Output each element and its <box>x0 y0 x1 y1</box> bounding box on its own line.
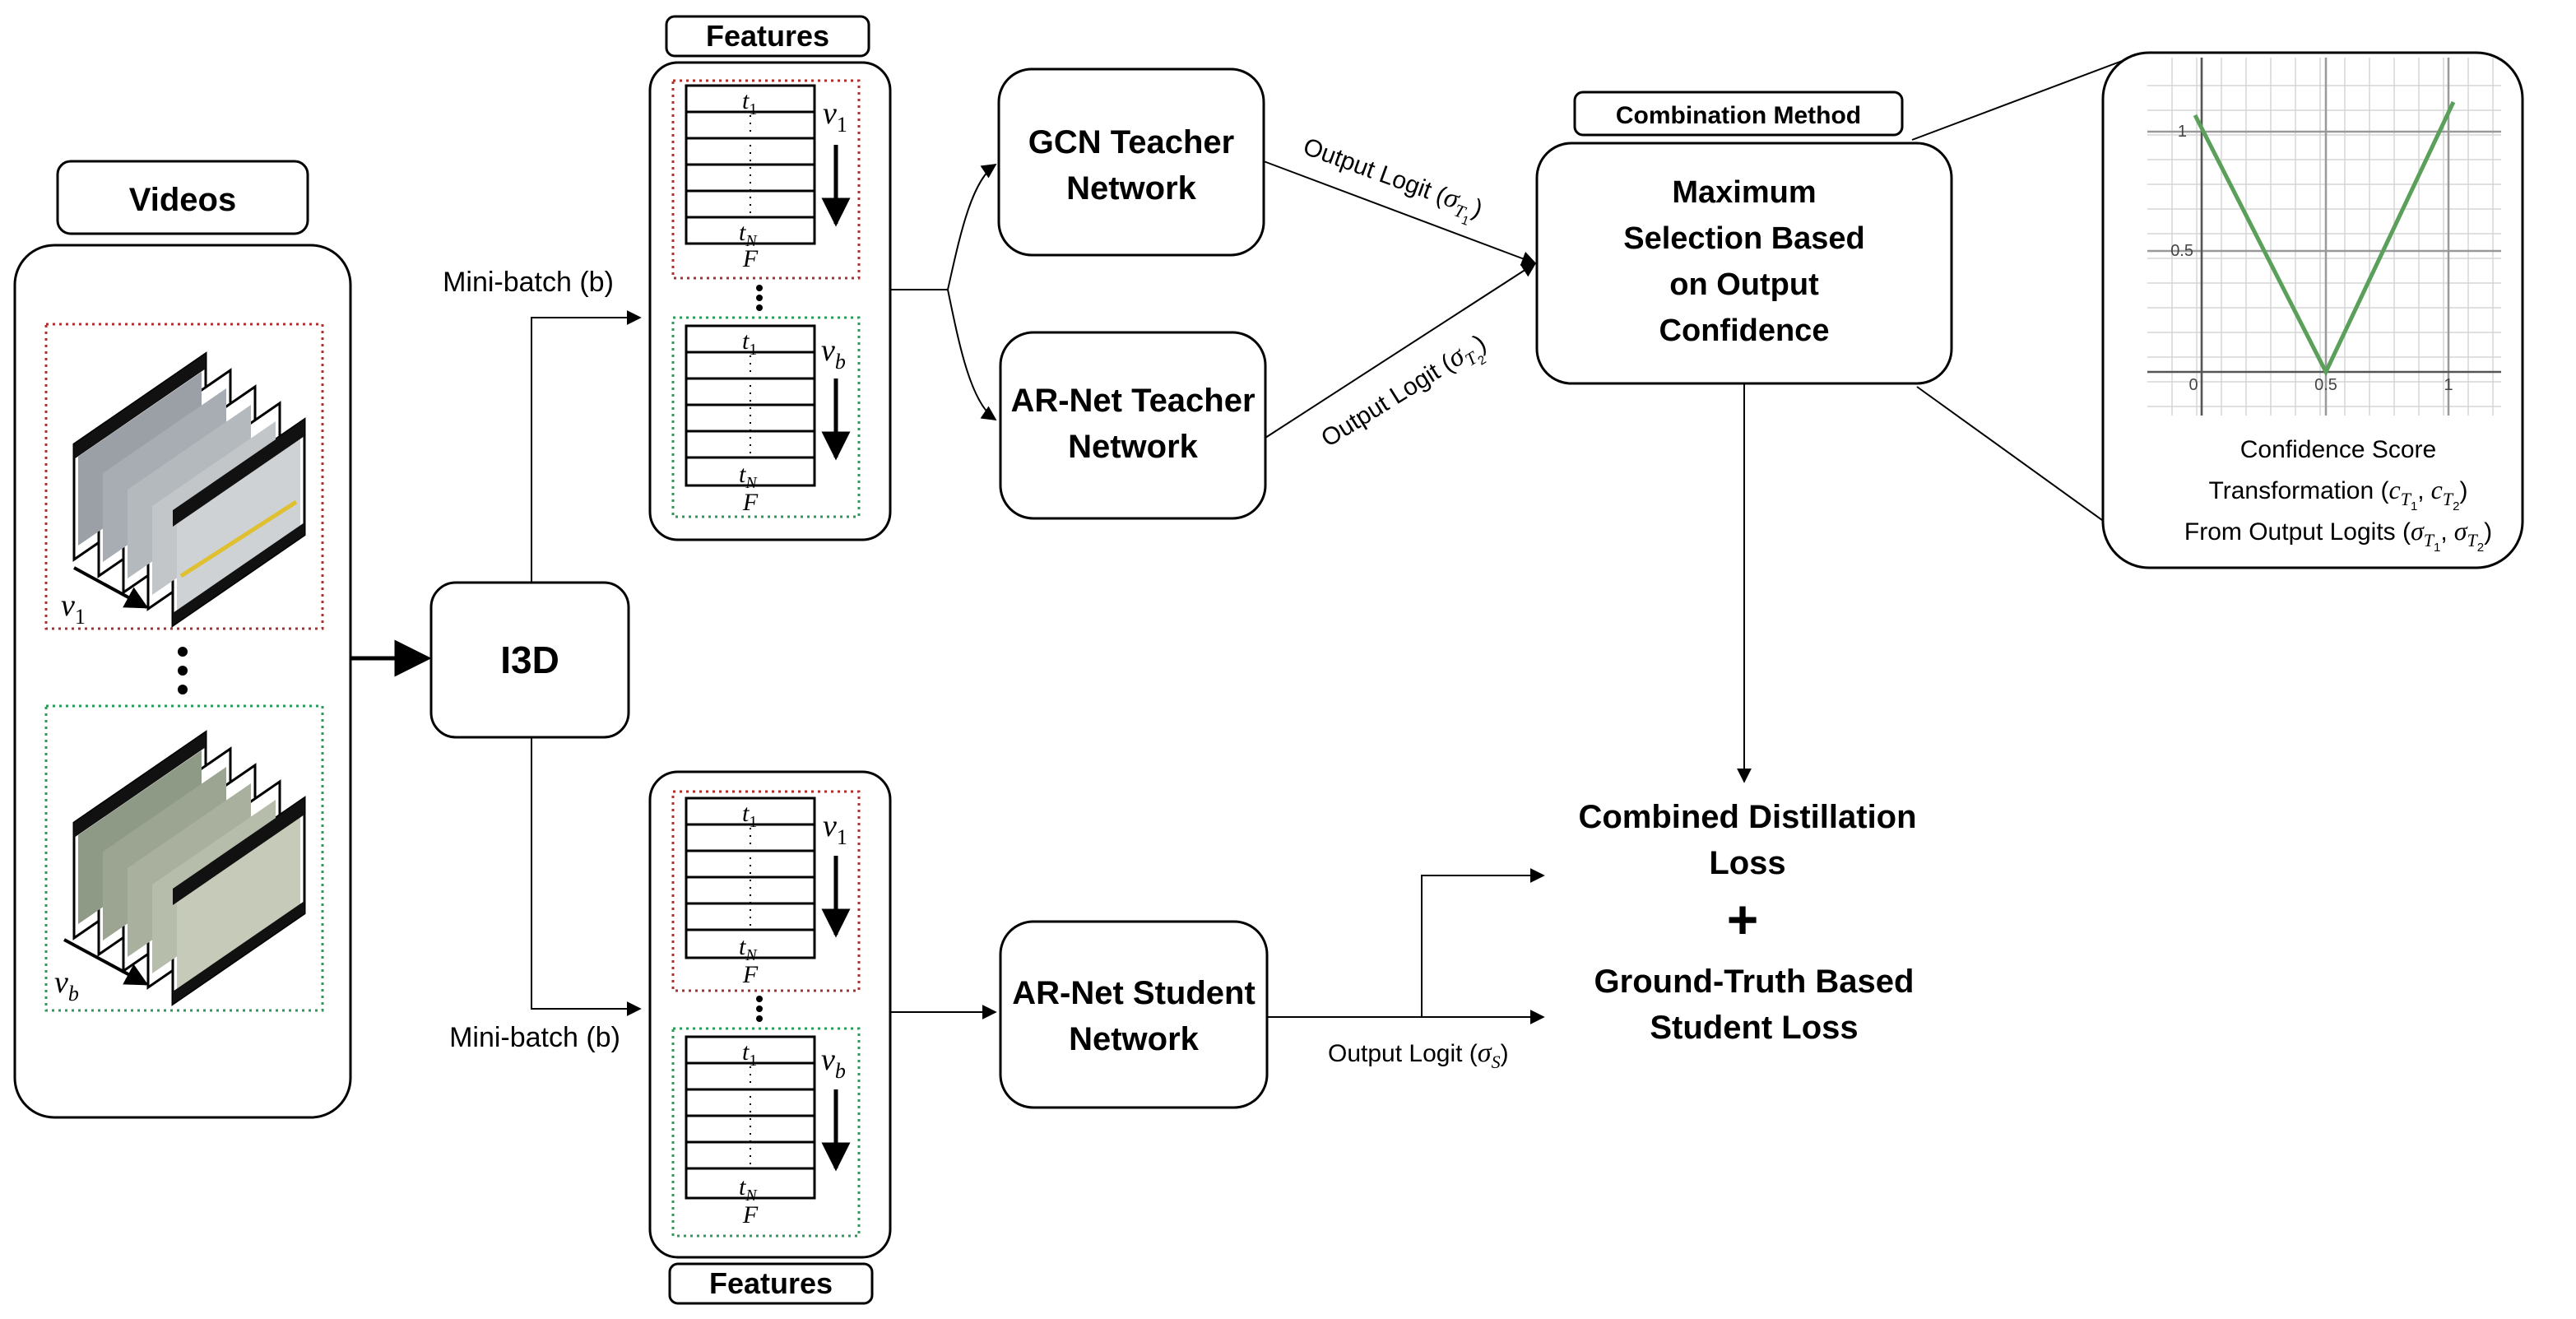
features-top-label: Features <box>706 19 829 53</box>
features-top-ellipsis <box>756 285 763 311</box>
confidence-caption-line1: Confidence Score <box>2240 436 2436 463</box>
features-top-vb-frame <box>671 316 861 518</box>
minibatch-top-label: Mini-batch (b) <box>443 267 614 298</box>
video-1-film-strip-icon <box>72 351 306 628</box>
features-bottom-vb-F: F <box>742 1201 759 1228</box>
zoom-line-top <box>1911 57 2132 141</box>
confidence-caption-line2: Transformation (cT1, cT2) <box>2209 475 2468 513</box>
i3d-label: I3D <box>500 639 559 681</box>
arrow-arnet-teacher-to-combination <box>1265 262 1537 439</box>
features-bottom-vb-t1: t1 <box>742 1038 757 1070</box>
video-b-direction-arrow <box>63 938 149 986</box>
minibatch-bottom-label: Mini-batch (b) <box>449 1022 620 1053</box>
features-bottom-vb-frame <box>671 1027 861 1238</box>
features-top-vb-label: vb <box>821 333 846 374</box>
videos-label-box <box>56 160 309 235</box>
confidence-graph: 1 0.5 0 0.5 1 <box>2147 58 2501 416</box>
video-1-frame <box>44 323 324 630</box>
features-bottom-label-box <box>668 1262 874 1305</box>
graph-tick-x-1: 1 <box>2444 376 2453 394</box>
features-top-vb-t1: t1 <box>742 327 757 359</box>
graph-tick-x-0: 0 <box>2188 376 2198 394</box>
confidence-curve <box>2193 100 2456 377</box>
connector-i3d-to-bottom-features <box>531 737 642 1016</box>
combination-method-label-box <box>1573 91 1904 137</box>
video-b-film-strip-icon <box>72 730 306 1006</box>
plus-sign: + <box>1727 889 1759 950</box>
features-bottom-v1-tN: tN <box>739 933 758 964</box>
features-top-v1-label: v1 <box>823 96 847 137</box>
output-logit-t1-label: Output Logit (σT1) <box>1297 131 1487 232</box>
output-logit-s-label: Output Logit (σS) <box>1328 1038 1509 1072</box>
features-bottom-vb-label: vb <box>821 1043 846 1083</box>
confidence-caption-line3: From Output Logits (σT1, σT2) <box>2184 516 2492 555</box>
combination-method-label: Combination Method <box>1616 102 1861 129</box>
video-b-label: vb <box>54 965 79 1006</box>
i3d-box <box>429 581 630 739</box>
graph-tick-y-1: 1 <box>2178 123 2187 141</box>
connector-features-to-arnet-teacher <box>947 289 997 421</box>
features-bottom-v1-frame <box>671 790 861 992</box>
features-top-v1-t1: t1 <box>742 87 757 118</box>
features-bottom-v1-t1: t1 <box>742 800 757 831</box>
features-bottom-label: Features <box>709 1266 833 1300</box>
graph-tick-y-05: 0.5 <box>2170 242 2193 260</box>
arrow-gcn-to-combination <box>1263 160 1537 266</box>
zoom-line-bottom <box>1916 386 2112 527</box>
arnet-teacher-box <box>999 331 1267 520</box>
videos-label: Videos <box>129 182 236 218</box>
video-b-frame <box>44 704 324 1012</box>
features-top-v1-tN: tN <box>739 219 758 250</box>
features-bottom-v1-F: F <box>742 961 759 988</box>
connector-features-to-gcn-teacher <box>890 163 997 290</box>
features-bottom-vb-matrix <box>685 1035 816 1200</box>
features-top-vb-F: F <box>742 489 759 516</box>
features-bottom-v1-matrix <box>685 797 816 959</box>
video-1-label: v1 <box>61 588 86 629</box>
videos-ellipsis <box>178 647 188 694</box>
features-top-v1-frame <box>671 79 861 280</box>
features-bottom-vb-tN: tN <box>739 1173 758 1205</box>
features-bottom-ellipsis <box>756 996 763 1022</box>
arnet-student-box <box>999 920 1269 1109</box>
features-top-label-box <box>665 15 870 58</box>
features-top-vb-tN: tN <box>739 461 758 492</box>
features-top-v1-matrix <box>685 84 816 245</box>
connector-i3d-to-top-features <box>531 310 642 583</box>
features-top-v1-F: F <box>742 245 759 272</box>
gcn-teacher-box <box>997 67 1265 257</box>
features-bottom-v1-label: v1 <box>823 809 847 849</box>
features-top-vb-matrix <box>685 324 816 487</box>
connector-student-to-distillation <box>1421 868 1545 1017</box>
video-1-direction-arrow <box>73 566 149 609</box>
graph-tick-x-05: 0.5 <box>2314 376 2337 394</box>
